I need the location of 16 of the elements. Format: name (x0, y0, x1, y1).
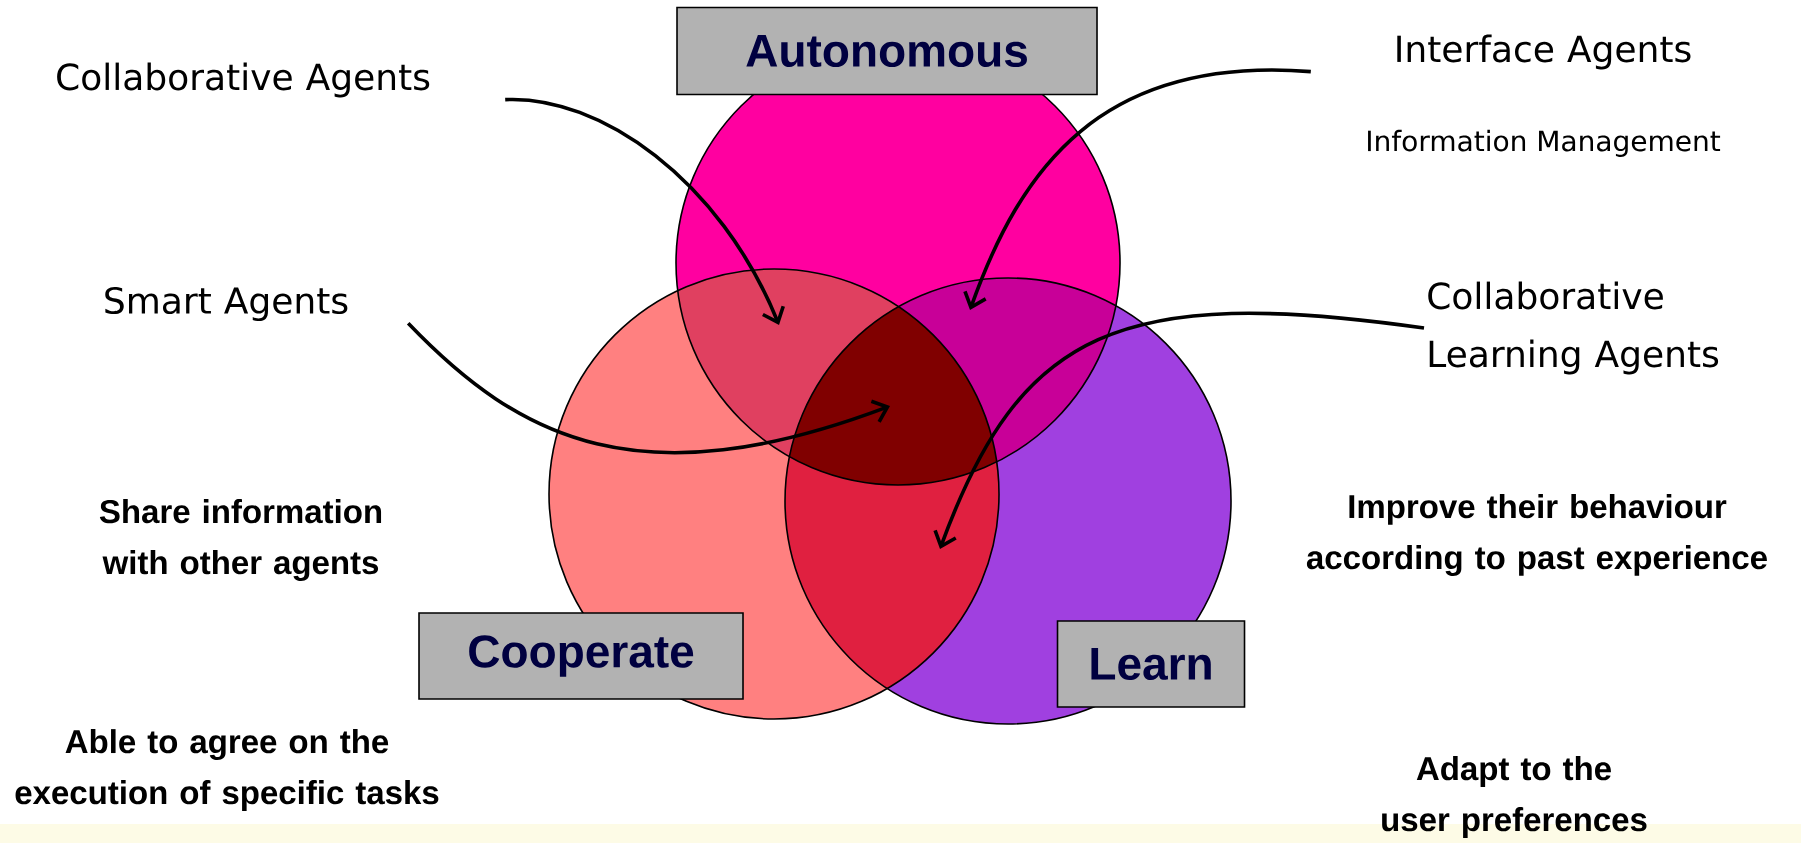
agent-label: Smart Agents (105, 286, 348, 322)
description-text: Able to agree on the execution of specific tasks (15, 729, 439, 811)
label-box: Autonomous (676, 6, 1098, 96)
curved-arrow (505, 97, 785, 325)
description-text: Adapt to the user preferences (1382, 756, 1647, 838)
agent-label: Collaborative Learning Agents (1428, 281, 1719, 375)
subtitle: Information Management (1368, 129, 1721, 157)
agent-label: Collaborative Agents (57, 62, 430, 98)
curved-arrow (933, 311, 1425, 549)
curved-arrow (406, 322, 890, 455)
label-box: Learn (1056, 620, 1246, 708)
description-text: Share information with other agents (99, 499, 382, 581)
label-box: Cooperate (418, 612, 744, 700)
curved-arrow (963, 68, 1311, 310)
agent-label: Interface Agents (1397, 34, 1691, 70)
description-text: Improve their behaviour according to past experience (1306, 494, 1767, 576)
